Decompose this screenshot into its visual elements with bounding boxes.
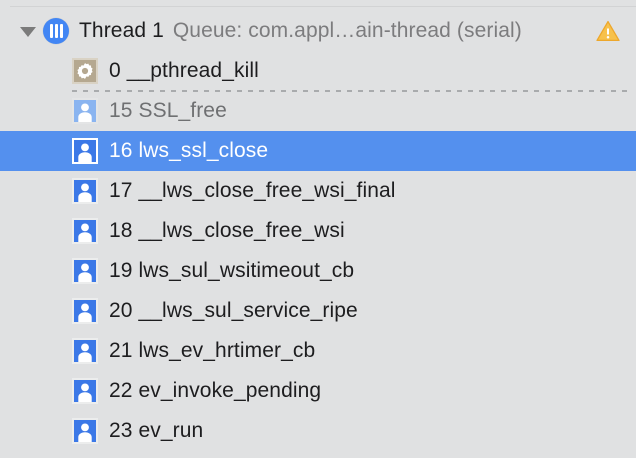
person-icon [72, 218, 98, 244]
thread-name: Thread 1 [79, 19, 164, 42]
person-icon [72, 178, 98, 204]
stack-frame-label: 20 __lws_sul_service_ripe [109, 299, 358, 322]
thread-header-row[interactable]: Thread 1 Queue: com.appl…ain-thread (ser… [0, 11, 636, 51]
stack-frame-label: 19 lws_sul_wsitimeout_cb [109, 259, 355, 282]
person-icon [72, 338, 98, 364]
stack-frame-label: 16 lws_ssl_close [109, 139, 269, 162]
thread-bars-icon [43, 18, 69, 44]
person-icon [72, 378, 98, 404]
person-icon [72, 98, 98, 124]
stack-frame-row[interactable]: 16 lws_ssl_close [0, 131, 636, 171]
panel-top-divider [10, 6, 636, 7]
stack-frame-label: 17 __lws_close_free_wsi_final [109, 179, 396, 202]
stack-frame-row[interactable]: 20 __lws_sul_service_ripe [0, 291, 636, 331]
stack-frame-label: 23 ev_run [109, 419, 204, 442]
thread-queue-label: Queue: com.appl…ain-thread (serial) [172, 19, 522, 42]
stack-frame-row[interactable]: 22 ev_invoke_pending [0, 371, 636, 411]
stack-frame-row[interactable]: 0 __pthread_kill [0, 51, 636, 91]
stack-frame-label: 0 __pthread_kill [109, 59, 259, 82]
stack-frame-list[interactable]: 0 __pthread_kill 15 SSL_free 16 lws_ssl_cl… [0, 51, 636, 451]
stack-frame-row[interactable]: 21 lws_ev_hrtimer_cb [0, 331, 636, 371]
stack-frame-label: 15 SSL_free [109, 99, 227, 122]
person-icon [72, 138, 98, 164]
gear-icon [72, 58, 98, 84]
person-icon [72, 258, 98, 284]
stack-frame-row[interactable]: 19 lws_sul_wsitimeout_cb [0, 251, 636, 291]
person-icon [72, 418, 98, 444]
stack-frame-label: 21 lws_ev_hrtimer_cb [109, 339, 316, 362]
stack-frame-row[interactable]: 18 __lws_close_free_wsi [0, 211, 636, 251]
stack-frame-row[interactable]: 17 __lws_close_free_wsi_final [0, 171, 636, 211]
warning-triangle-icon[interactable] [596, 20, 620, 42]
stack-frame-label: 22 ev_invoke_pending [109, 379, 322, 402]
stack-frame-row[interactable]: 15 SSL_free [0, 91, 636, 131]
stack-frame-label: 18 __lws_close_free_wsi [109, 219, 345, 242]
person-icon [72, 298, 98, 324]
stack-frame-row[interactable]: 23 ev_run [0, 411, 636, 451]
triangle-down-icon[interactable] [17, 20, 39, 42]
